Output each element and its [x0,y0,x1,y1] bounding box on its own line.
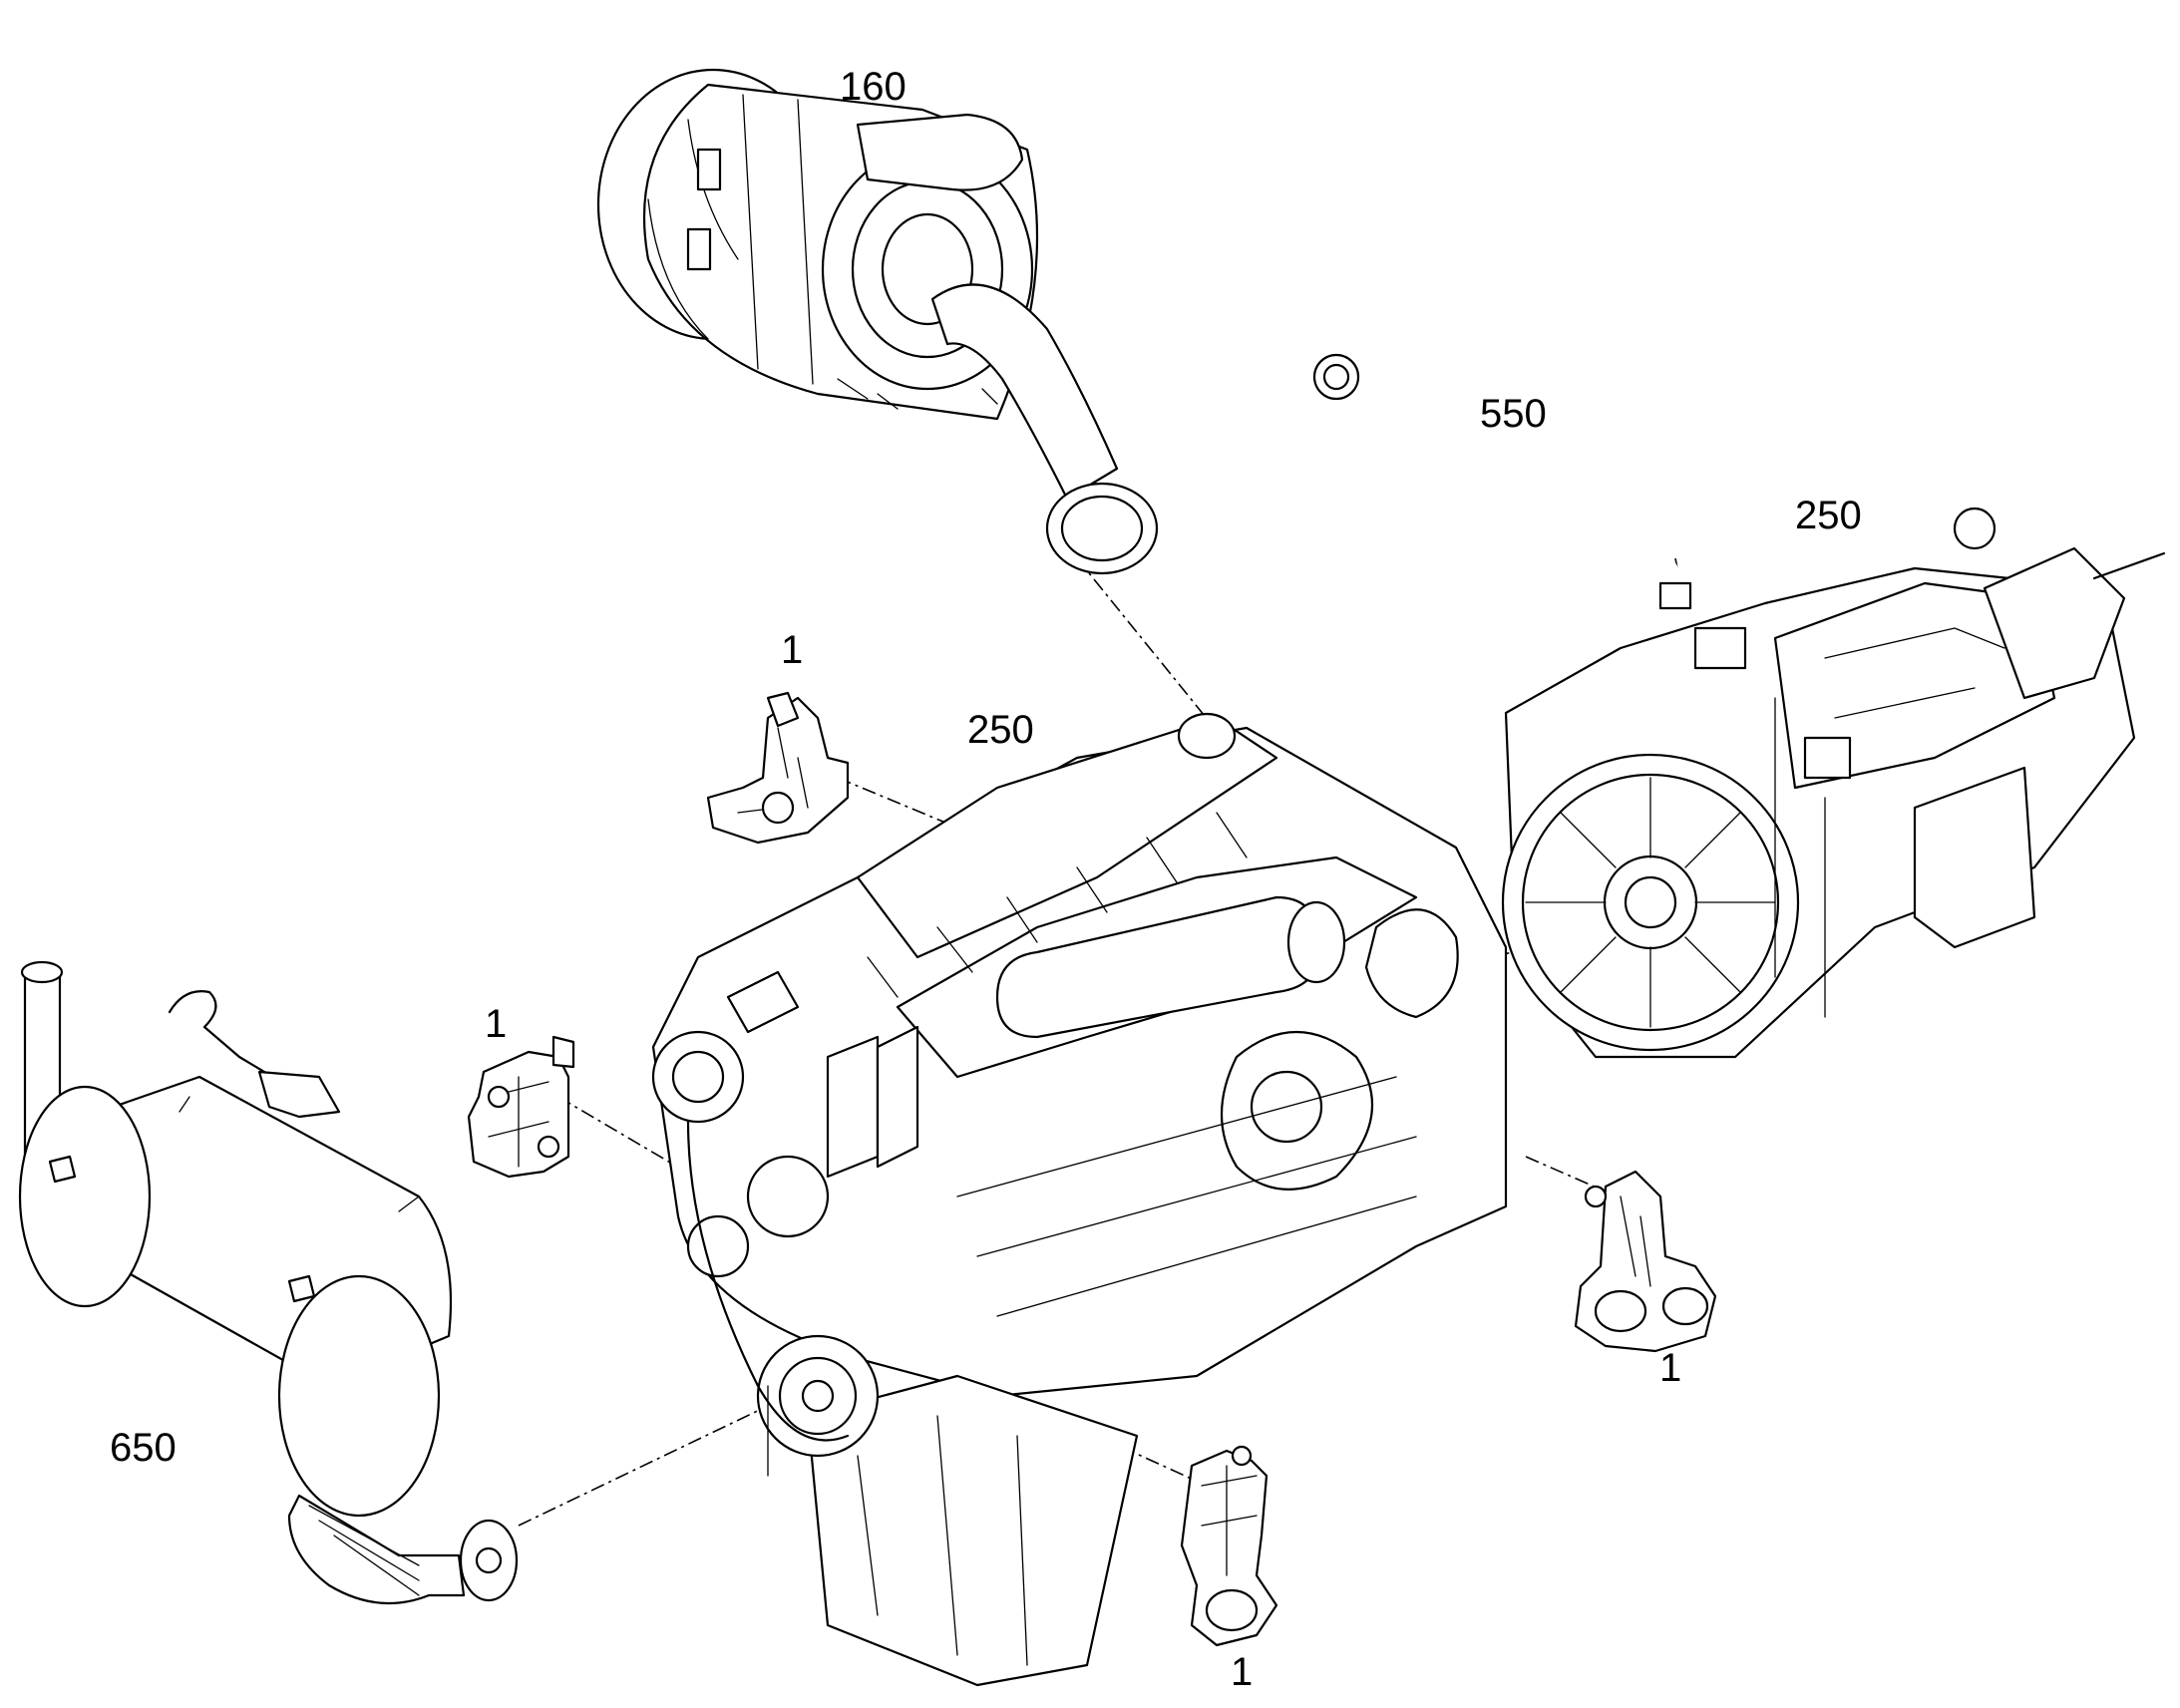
air-filter-assembly [596,68,1159,575]
engine-assembly [651,712,1508,1687]
callout-mount-left: 1 [485,1002,507,1046]
callout-mount-bottom: 1 [1231,1650,1253,1694]
engine-mount-bottom [1180,1445,1278,1647]
hose-assembly [1312,353,1692,610]
engine-mount-top [706,691,850,845]
callout-transmission: 250 [1795,494,1862,537]
engine-mount-right [1574,1170,1717,1353]
transmission-assembly [1501,507,2166,1059]
callout-hose: 550 [1480,392,1547,436]
muffler-assembly [18,960,519,1605]
callout-air-filter: 160 [840,65,907,109]
engine-mount-left [467,1035,575,1179]
callout-muffler: 650 [110,1426,177,1470]
callout-mount-top: 1 [781,628,803,672]
callout-mount-right: 1 [1659,1346,1681,1390]
callout-engine: 250 [967,708,1034,752]
